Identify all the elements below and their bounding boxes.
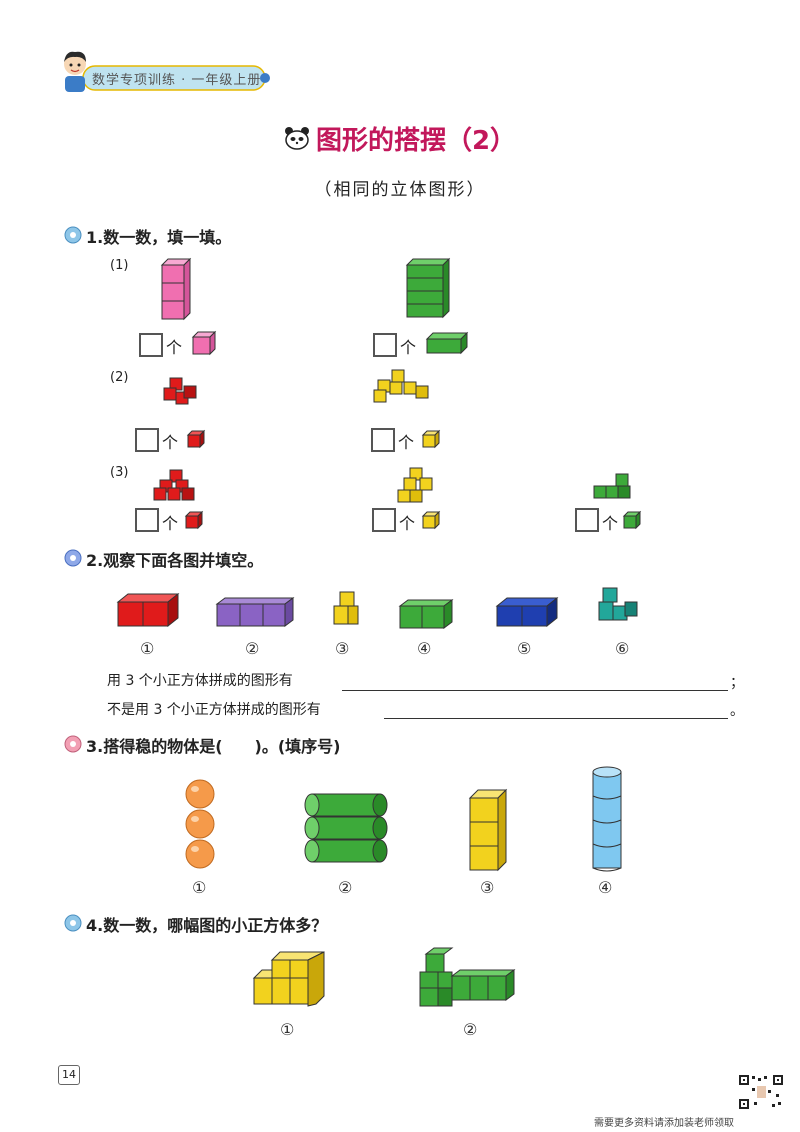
q3-number-3: ③ bbox=[480, 878, 495, 897]
q4-number-1: ① bbox=[280, 1020, 295, 1039]
q1-green-cube bbox=[622, 510, 642, 530]
q2-line1-end: ； bbox=[730, 675, 744, 691]
q1-row1-label: (1) bbox=[110, 258, 129, 273]
q1-green-pile bbox=[593, 473, 631, 499]
page-title: 图形的搭摆（2） bbox=[0, 120, 800, 157]
q2-red-block bbox=[116, 592, 180, 628]
title-text: 图形的搭摆（2） bbox=[315, 126, 517, 156]
q3-number-2: ② bbox=[338, 878, 353, 897]
q1-red-shape bbox=[163, 377, 197, 405]
q1-unit-5: 个 bbox=[162, 514, 179, 533]
q1-red-cube bbox=[186, 429, 206, 449]
q1-answer-box-1[interactable] bbox=[139, 333, 163, 357]
q1-green-tower bbox=[405, 257, 451, 319]
q1-unit-6: 个 bbox=[399, 514, 416, 533]
q4-heading: 4.数一数，哪幅图的小正方体多？ bbox=[86, 916, 328, 935]
q4-number-2: ② bbox=[463, 1020, 478, 1039]
q3-stacked-balls bbox=[185, 779, 215, 869]
q1-unit-3: 个 bbox=[162, 433, 179, 452]
q1-unit-2: 个 bbox=[400, 338, 417, 357]
q3-heading: 3.搭得稳的物体是( )。(填序号) bbox=[86, 737, 341, 756]
q3-cylinder-tower bbox=[592, 766, 622, 872]
q3-number-1: ① bbox=[192, 878, 207, 897]
qr-code-icon bbox=[738, 1074, 784, 1110]
q1-red-cube-2 bbox=[184, 510, 204, 530]
q1-unit-7: 个 bbox=[602, 514, 619, 533]
q2-line2-text: 不是用 3 个小正方体拼成的图形有 bbox=[107, 702, 321, 718]
q3-cube-tower bbox=[468, 788, 508, 872]
q2-green-block bbox=[398, 599, 454, 629]
q2-blue-block bbox=[495, 596, 559, 628]
q1-row3-label: (3) bbox=[110, 465, 129, 480]
gear-icon bbox=[64, 735, 82, 753]
q4-yellow-figure bbox=[252, 951, 325, 1007]
q1-yellow-cube-2 bbox=[421, 510, 441, 530]
q1-answer-box-6[interactable] bbox=[372, 508, 396, 532]
banner-text: 数学专项训练 · 一年级上册 bbox=[92, 73, 262, 88]
q1-answer-box-2[interactable] bbox=[373, 333, 397, 357]
q1-answer-box-5[interactable] bbox=[135, 508, 159, 532]
gear-icon bbox=[64, 914, 82, 932]
q1-pink-tower bbox=[160, 257, 192, 321]
q2-number-3: ③ bbox=[335, 639, 350, 658]
gear-icon bbox=[64, 226, 82, 244]
q1-yellow-cube bbox=[421, 429, 441, 449]
q1-pink-cube bbox=[191, 330, 217, 356]
q2-line2-end: 。 bbox=[730, 703, 744, 719]
gear-icon bbox=[64, 549, 82, 567]
q1-answer-box-3[interactable] bbox=[135, 428, 159, 452]
q1-answer-box-7[interactable] bbox=[575, 508, 599, 532]
q2-number-4: ④ bbox=[417, 639, 432, 658]
q1-red-pile bbox=[153, 469, 195, 501]
q1-yellow-shape bbox=[373, 369, 429, 403]
q2-number-6: ⑥ bbox=[615, 639, 630, 658]
q2-number-2: ② bbox=[245, 639, 260, 658]
q2-purple-block bbox=[215, 597, 295, 627]
page-number: 14 bbox=[58, 1065, 80, 1085]
q2-heading: 2.观察下面各图并填空。 bbox=[86, 551, 264, 570]
page-subtitle: （相同的立体图形） bbox=[314, 180, 486, 200]
q4-green-figure bbox=[419, 947, 516, 1007]
q3-stacked-cylinders bbox=[304, 793, 388, 863]
footer-note: 需要更多资料请添加装老师领取 bbox=[594, 1118, 734, 1129]
q2-number-5: ⑤ bbox=[517, 639, 532, 658]
q1-unit-4: 个 bbox=[398, 433, 415, 452]
q2-teal-shape bbox=[598, 587, 638, 621]
q2-yellow-l bbox=[333, 591, 359, 625]
q3-number-4: ④ bbox=[598, 878, 613, 897]
q1-unit-1: 个 bbox=[166, 338, 183, 357]
q2-line1-text: 用 3 个小正方体拼成的图形有 bbox=[107, 673, 293, 689]
q1-heading: 1.数一数，填一填。 bbox=[86, 228, 232, 247]
boy-avatar-icon bbox=[64, 51, 86, 92]
panda-icon bbox=[284, 126, 310, 157]
q2-answer-line-2[interactable] bbox=[384, 700, 728, 719]
q1-green-slab bbox=[425, 331, 469, 355]
q1-row2-label: (2) bbox=[110, 370, 129, 385]
q1-answer-box-4[interactable] bbox=[371, 428, 395, 452]
q2-number-1: ① bbox=[140, 639, 155, 658]
q2-answer-line-1[interactable] bbox=[342, 672, 728, 691]
q1-yellow-pile bbox=[397, 467, 433, 503]
